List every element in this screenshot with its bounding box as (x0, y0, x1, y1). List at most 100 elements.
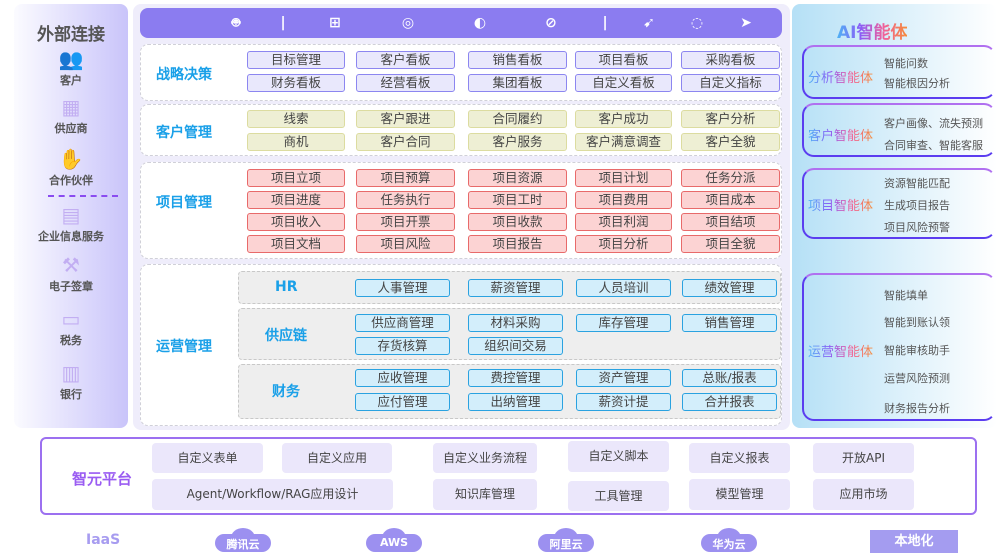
module-item[interactable]: 存货核算 (355, 337, 450, 355)
module-item[interactable]: 费控管理 (468, 369, 563, 387)
platform-item[interactable]: 自定义应用 (282, 443, 392, 473)
module-item[interactable]: 客户成功 (575, 110, 672, 128)
module-item[interactable]: 薪资管理 (468, 279, 563, 297)
agent-capability: 合同审查、智能客服 (884, 139, 983, 152)
module-item[interactable]: 人员培训 (576, 279, 671, 297)
module-item[interactable]: 项目利润 (575, 213, 672, 231)
module-item[interactable]: 项目开票 (356, 213, 455, 231)
module-item[interactable]: 项目计划 (575, 169, 672, 187)
section-label: 项目管理 (156, 195, 212, 211)
platform-item[interactable]: 开放API (813, 443, 914, 473)
module-item[interactable]: 合并报表 (682, 393, 777, 411)
local-deploy-button[interactable]: 本地化 (870, 530, 958, 553)
module-item[interactable]: 应收管理 (355, 369, 450, 387)
label: 银行 (60, 388, 82, 401)
module-item[interactable]: 应付管理 (355, 393, 450, 411)
module-item[interactable]: 任务分派 (681, 169, 780, 187)
section-label: 运营管理 (156, 339, 212, 355)
platform-item[interactable]: 工具管理 (568, 481, 669, 511)
platform-item[interactable]: 自定义脚本 (568, 441, 669, 472)
money-icon: ▭ (61, 307, 81, 331)
firefox-icon: ◐ (473, 15, 487, 31)
module-item[interactable]: 材料采购 (468, 314, 563, 332)
module-item[interactable]: 项目工时 (468, 191, 567, 209)
dingtalk-icon: ➹ (643, 15, 655, 31)
module-item[interactable]: 项目风险 (356, 235, 455, 253)
module-item[interactable]: 绩效管理 (682, 279, 777, 297)
agent-customer[interactable]: 客户智能体 客户画像、流失预测 合同审查、智能客服 (802, 103, 996, 157)
platform-label: 智元平台 (72, 470, 133, 488)
module-item[interactable]: 客户跟进 (356, 110, 455, 128)
cloud-aws[interactable]: AWS (366, 528, 422, 552)
cloud-huawei[interactable]: 华为云 (701, 528, 757, 552)
module-item[interactable]: 客户服务 (468, 133, 567, 151)
safari-icon: ⊘ (545, 15, 557, 31)
agent-project[interactable]: 项目智能体 资源智能匹配 生成项目报告 项目风险预警 (802, 168, 996, 239)
module-item[interactable]: 薪资计提 (576, 393, 671, 411)
module-item[interactable]: 库存管理 (576, 314, 671, 332)
cloud-icon (382, 528, 406, 548)
subsection-label: 财务 (272, 384, 300, 400)
agent-capability: 客户画像、流失预测 (884, 117, 983, 130)
module-item[interactable]: 集团看板 (468, 74, 567, 92)
platform-item[interactable]: 自定义报表 (689, 443, 790, 473)
module-item[interactable]: 项目预算 (356, 169, 455, 187)
platform-item[interactable]: 模型管理 (689, 479, 790, 510)
section-label: 战略决策 (156, 67, 212, 83)
module-item[interactable]: 项目进度 (247, 191, 345, 209)
cloud-icon (231, 528, 255, 548)
module-item[interactable]: 任务执行 (356, 191, 455, 209)
module-item[interactable]: 项目结项 (681, 213, 780, 231)
module-item[interactable]: 合同履约 (468, 110, 567, 128)
card-icon: ▤ (61, 203, 81, 227)
module-item[interactable]: 客户合同 (356, 133, 455, 151)
module-item[interactable]: 客户分析 (681, 110, 780, 128)
module-item[interactable]: 客户看板 (356, 51, 455, 69)
module-item[interactable]: 出纳管理 (468, 393, 563, 411)
module-item[interactable]: 商机 (247, 133, 345, 151)
agent-analysis[interactable]: 分析智能体 智能问数 智能根因分析 (802, 45, 996, 99)
module-item[interactable]: 项目文档 (247, 235, 345, 253)
module-item[interactable]: 项目分析 (575, 235, 672, 253)
module-item[interactable]: 项目费用 (575, 191, 672, 209)
platform-item[interactable]: 知识库管理 (433, 479, 537, 510)
module-item[interactable]: 项目立项 (247, 169, 345, 187)
module-item[interactable]: 自定义指标 (681, 74, 780, 92)
module-item[interactable]: 供应商管理 (355, 314, 450, 332)
module-item[interactable]: 项目报告 (468, 235, 567, 253)
module-item[interactable]: 销售管理 (682, 314, 777, 332)
module-item[interactable]: 组织间交易 (468, 337, 563, 355)
external-bank: ▥银行 (14, 362, 128, 402)
module-item[interactable]: 自定义看板 (575, 74, 672, 92)
gavel-icon: ⚒ (62, 253, 80, 277)
cloud-icon (554, 528, 578, 548)
platform-item[interactable]: 自定义表单 (152, 443, 263, 473)
external-esign: ⚒电子签章 (14, 254, 128, 294)
module-item[interactable]: 销售看板 (468, 51, 567, 69)
module-item[interactable]: 项目收款 (468, 213, 567, 231)
platform-item[interactable]: 自定义业务流程 (433, 443, 537, 473)
label: 客户 (60, 74, 82, 87)
module-item[interactable]: 项目全貌 (681, 235, 780, 253)
agent-operations[interactable]: 运营智能体 智能填单 智能到账认领 智能审核助手 运营风险预测 财务报告分析 (802, 273, 996, 421)
module-item[interactable]: 采购看板 (681, 51, 780, 69)
module-item[interactable]: 财务看板 (247, 74, 345, 92)
module-item[interactable]: 线索 (247, 110, 345, 128)
module-item[interactable]: 项目成本 (681, 191, 780, 209)
module-item[interactable]: 目标管理 (247, 51, 345, 69)
module-item[interactable]: 总账/报表 (682, 369, 777, 387)
module-item[interactable]: 资产管理 (576, 369, 671, 387)
module-item[interactable]: 客户全貌 (681, 133, 780, 151)
platform-item[interactable]: Agent/Workflow/RAG应用设计 (152, 479, 393, 510)
module-item[interactable]: 项目资源 (468, 169, 567, 187)
module-item[interactable]: 项目收入 (247, 213, 345, 231)
agent-name: 运营智能体 (808, 341, 873, 360)
cloud-tencent[interactable]: 腾讯云 (215, 528, 271, 552)
agent-capability: 智能到账认领 (884, 316, 950, 329)
module-item[interactable]: 人事管理 (355, 279, 450, 297)
module-item[interactable]: 项目看板 (575, 51, 672, 69)
module-item[interactable]: 经营看板 (356, 74, 455, 92)
platform-item[interactable]: 应用市场 (813, 479, 914, 510)
cloud-aliyun[interactable]: 阿里云 (538, 528, 594, 552)
module-item[interactable]: 客户满意调查 (575, 133, 672, 151)
